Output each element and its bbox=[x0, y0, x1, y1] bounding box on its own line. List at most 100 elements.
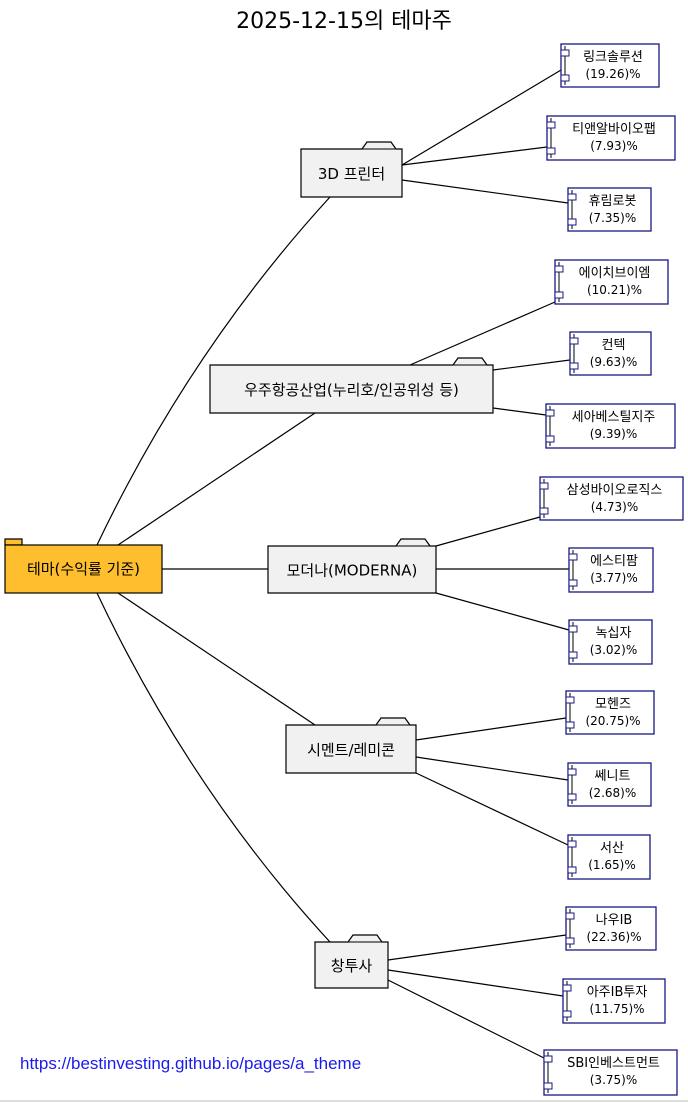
stock-box bbox=[568, 547, 654, 593]
stock-box bbox=[543, 1049, 678, 1096]
stock-name: 링크솔루션 bbox=[583, 50, 643, 65]
footer-link[interactable]: https://bestinvesting.github.io/pages/a_… bbox=[20, 1054, 361, 1073]
stock-name: 에이치브이엠 bbox=[579, 266, 651, 281]
stock-name: 삼성바이오로직스 bbox=[567, 483, 663, 498]
stock-node: 세아베스틸지주(9.39)% bbox=[545, 403, 676, 449]
stock-name: 아주IB투자 bbox=[587, 985, 648, 1000]
component-port-icon bbox=[554, 291, 564, 299]
theme-node: 시멘트/레미콘 bbox=[285, 717, 417, 774]
component-port-icon bbox=[560, 49, 570, 57]
component-port-icon bbox=[562, 1010, 572, 1018]
stock-name: 서산 bbox=[600, 841, 624, 856]
stock-box bbox=[565, 906, 657, 951]
root-theme-edge bbox=[96, 196, 331, 546]
stock-box bbox=[567, 762, 652, 807]
component-port-icon bbox=[565, 937, 575, 945]
theme-node: 우주항공산업(누리호/인공위성 등) bbox=[209, 357, 494, 414]
stock-return: (19.26)% bbox=[585, 67, 640, 81]
root-label: 테마(수익률 기준) bbox=[27, 560, 140, 578]
stock-return: (22.36)% bbox=[586, 930, 641, 944]
stock-name: 나우IB bbox=[596, 913, 633, 928]
stock-node: 티앤알바이오팹(7.93)% bbox=[546, 115, 676, 161]
theme-stock-edge bbox=[387, 979, 545, 1059]
stock-name: 티앤알바이오팹 bbox=[572, 122, 656, 137]
stock-box bbox=[565, 690, 655, 735]
component-port-icon bbox=[567, 840, 577, 848]
stock-node: 에스티팜(3.77)% bbox=[568, 547, 654, 593]
theme-stock-edge bbox=[401, 179, 569, 204]
theme-label: 모더나(MODERNA) bbox=[287, 562, 418, 580]
stock-node: 모헨즈(20.75)% bbox=[565, 690, 655, 735]
component-port-icon bbox=[568, 553, 578, 561]
stock-node: 에이치브이엠 (10.21)% bbox=[554, 259, 669, 305]
theme-node: 3D 프린터 bbox=[300, 141, 403, 198]
theme-label: 창투사 bbox=[331, 957, 373, 975]
component-port-icon bbox=[565, 912, 575, 920]
stock-box bbox=[568, 619, 653, 665]
stock-box bbox=[567, 834, 651, 880]
component-port-icon bbox=[567, 193, 577, 201]
stock-node: 나우IB (22.36)% bbox=[565, 906, 657, 951]
page-title: 2025-12-15의 테마주 bbox=[236, 9, 452, 34]
theme-stock-edge bbox=[401, 69, 562, 166]
component-port-icon bbox=[565, 721, 575, 729]
stock-return: (10.21)% bbox=[587, 283, 642, 297]
theme-node: 창투사 bbox=[314, 934, 389, 989]
component-port-icon bbox=[569, 362, 579, 370]
component-port-icon bbox=[565, 696, 575, 704]
component-port-icon bbox=[545, 435, 555, 443]
theme-stock-edge bbox=[387, 934, 567, 961]
stock-box bbox=[546, 115, 676, 161]
stock-return: (2.68)% bbox=[589, 786, 636, 800]
theme-stock-edge bbox=[492, 407, 547, 416]
connector-lines bbox=[96, 69, 571, 1059]
stock-box bbox=[562, 978, 666, 1024]
component-port-icon bbox=[539, 507, 549, 515]
component-port-icon bbox=[567, 866, 577, 874]
stock-node: 삼성바이오로직스(4.73)% bbox=[539, 476, 684, 521]
component-port-icon bbox=[568, 625, 578, 633]
theme-label: 시멘트/레미콘 bbox=[307, 741, 395, 759]
root-theme-edge bbox=[117, 412, 316, 546]
theme-label: 3D 프린터 bbox=[318, 165, 385, 183]
theme-stock-edge bbox=[415, 717, 567, 741]
stock-return: (20.75)% bbox=[585, 714, 640, 728]
theme-node: 모더나(MODERNA) bbox=[267, 538, 437, 594]
component-port-icon bbox=[543, 1082, 553, 1090]
stock-node: SBI인베스트먼트(3.75)% bbox=[543, 1049, 678, 1096]
root-theme-edge bbox=[96, 592, 331, 943]
root-folder-tab bbox=[4, 538, 23, 546]
component-port-icon bbox=[560, 74, 570, 82]
stock-name: 휴림로봇 bbox=[589, 194, 637, 209]
stock-box bbox=[569, 331, 652, 376]
stock-return: (11.75)% bbox=[589, 1002, 644, 1016]
component-port-icon bbox=[567, 768, 577, 776]
stock-node: 아주IB투자 (11.75)% bbox=[562, 978, 666, 1024]
root-folder-body bbox=[4, 544, 163, 594]
stock-node: 휴림로봇 (7.35)% bbox=[567, 187, 652, 232]
component-port-icon bbox=[568, 579, 578, 587]
stock-node: 서산 (1.65)% bbox=[567, 834, 651, 880]
theme-stock-edge bbox=[492, 359, 571, 371]
stock-return: (1.65)% bbox=[588, 858, 635, 872]
component-port-icon bbox=[567, 218, 577, 226]
theme-stock-edge bbox=[409, 301, 556, 366]
stock-return: (7.35)% bbox=[589, 211, 636, 225]
stock-node: 링크솔루션 (19.26)% bbox=[560, 43, 660, 88]
theme-stock-edge bbox=[387, 969, 564, 997]
root-node: 테마(수익률 기준) bbox=[4, 538, 163, 594]
component-port-icon bbox=[554, 265, 564, 273]
component-port-icon bbox=[568, 651, 578, 659]
component-port-icon bbox=[545, 409, 555, 417]
stock-box bbox=[554, 259, 669, 305]
stock-name: 에스티팜 bbox=[590, 554, 638, 569]
theme-stock-edge bbox=[401, 146, 548, 166]
stock-return: (9.63)% bbox=[590, 355, 637, 369]
component-port-icon bbox=[546, 147, 556, 155]
stock-name: 세아베스틸지주 bbox=[572, 410, 656, 425]
stock-name: 녹십자 bbox=[596, 626, 632, 641]
root-theme-edge bbox=[117, 592, 316, 726]
component-port-icon bbox=[562, 984, 572, 992]
component-port-icon bbox=[569, 337, 579, 345]
